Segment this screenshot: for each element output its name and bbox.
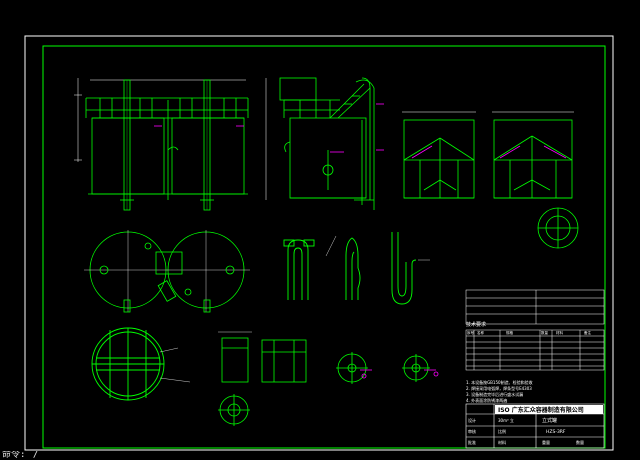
checker-label: 审核 [468, 428, 476, 434]
side-elevation-view [265, 77, 375, 210]
command-line[interactable]: 命令: / [0, 451, 640, 460]
small-part-views [218, 331, 430, 426]
parts-col-name: 名称 [477, 330, 485, 335]
parts-col-remark: 备注 [584, 330, 592, 335]
revision-table [465, 289, 605, 325]
parts-table-header: 序号 名称 规格 数量 材料 备注 [467, 330, 592, 335]
note-line: 3. 设备制造完毕后进行盛水试漏 [466, 391, 523, 397]
technical-notes: 1. 本设备按GB150制造、检验和验收 2. 焊接采用电弧焊，焊条型号E430… [466, 379, 533, 403]
approver-label: 批准 [468, 439, 476, 445]
scale-label: 比例 [498, 428, 506, 434]
note-line: 2. 焊接采用电弧焊，焊条型号E4303 [466, 385, 532, 391]
parts-col-material: 材料 [556, 330, 564, 335]
bottom-plan-view [91, 327, 191, 401]
company-name: ISO 广东汇众容器制造有限公司 [498, 406, 584, 414]
parts-col-no: 序号 [467, 330, 475, 335]
sheet-border [24, 35, 614, 451]
command-cursor[interactable]: / [32, 451, 39, 460]
note-line: 4. 外表面涂防锈漆两遍 [466, 397, 507, 403]
material-label: 材料 [498, 439, 506, 445]
part-name: 立式罐 [542, 417, 557, 424]
company-name-band [495, 405, 603, 414]
front-elevation-view [74, 78, 249, 211]
section-view-a [403, 119, 475, 199]
notes-title: 技术要求 [466, 321, 486, 328]
section-view-b [493, 119, 573, 199]
drawing-frame [42, 45, 606, 449]
top-plan-view [84, 230, 250, 313]
flange-detail [537, 207, 579, 249]
parts-table [465, 329, 605, 371]
command-prompt: 命令: [2, 451, 26, 460]
qty-label: 数量 [576, 439, 584, 445]
drawing-number: HZS-3RF [546, 429, 566, 435]
pipe-details [283, 232, 430, 305]
weight-label: 重量 [542, 439, 550, 445]
note-line: 1. 本设备按GB150制造、检验和验收 [466, 379, 533, 385]
designer-label: 设计 [468, 417, 476, 423]
parts-col-spec: 规格 [506, 330, 514, 335]
spec-label: 30m³ 立 [498, 417, 514, 423]
parts-col-qty: 数量 [541, 330, 549, 335]
